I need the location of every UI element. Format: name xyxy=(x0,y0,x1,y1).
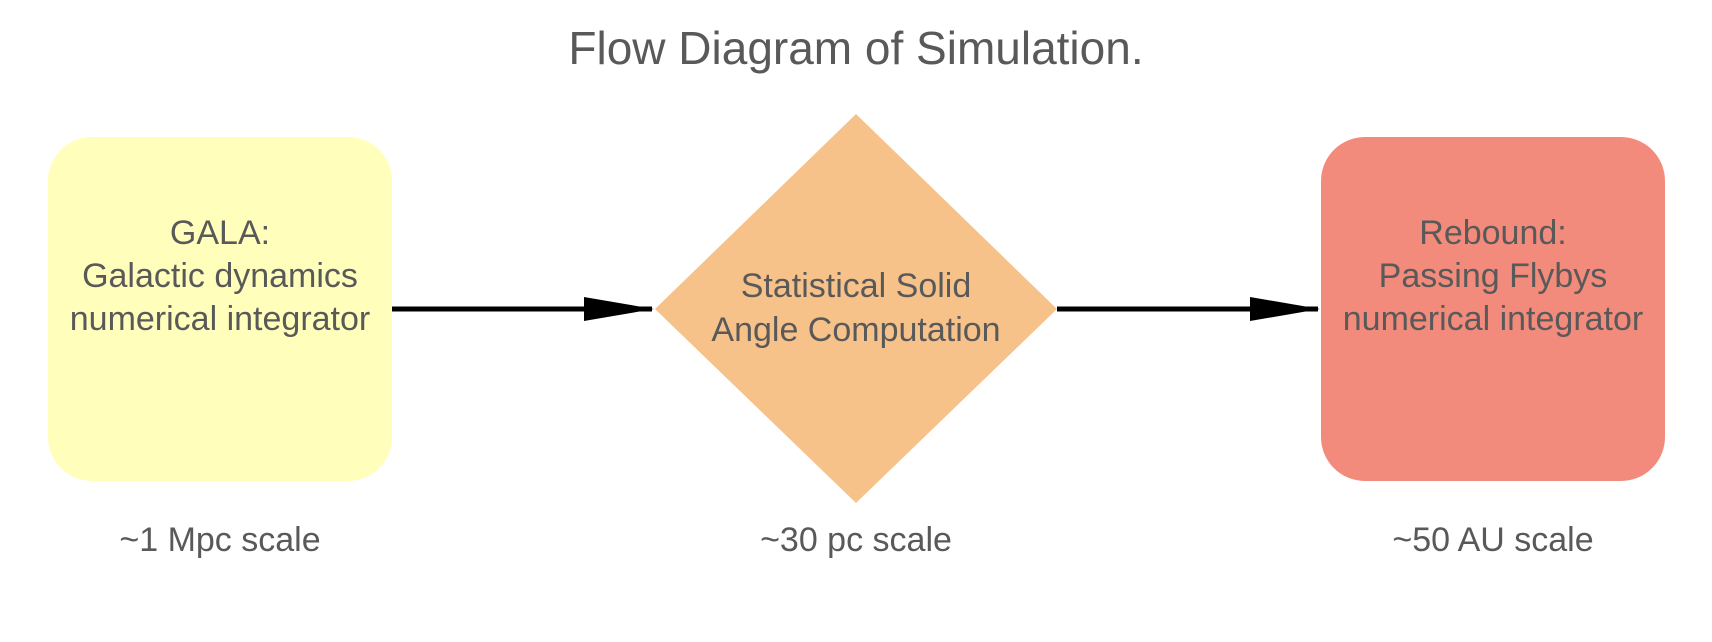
arrow-solid-angle-to-rebound-head xyxy=(1250,297,1320,321)
solid-angle-node-line2: Angle Computation xyxy=(711,311,1000,349)
gala-node-line2: Galactic dynamics xyxy=(82,257,358,295)
gala-node-title: GALA: xyxy=(170,214,270,252)
rebound-node-box xyxy=(1321,137,1665,481)
diagram-title: Flow Diagram of Simulation. xyxy=(568,22,1143,74)
solid-angle-node-diamond xyxy=(655,114,1057,503)
rebound-node-title: Rebound: xyxy=(1419,214,1566,252)
rebound-node-line2: Passing Flybys xyxy=(1379,257,1608,295)
gala-scale-label: ~1 Mpc scale xyxy=(119,521,320,559)
solid-angle-node-line1: Statistical Solid xyxy=(741,267,972,305)
solid-angle-scale-label: ~30 pc scale xyxy=(760,521,952,559)
rebound-scale-label: ~50 AU scale xyxy=(1392,521,1593,559)
rebound-node-line3: numerical integrator xyxy=(1343,300,1643,338)
gala-node-box xyxy=(48,137,392,481)
gala-node-line3: numerical integrator xyxy=(70,300,370,338)
arrow-gala-to-solid-angle-head xyxy=(584,297,654,321)
